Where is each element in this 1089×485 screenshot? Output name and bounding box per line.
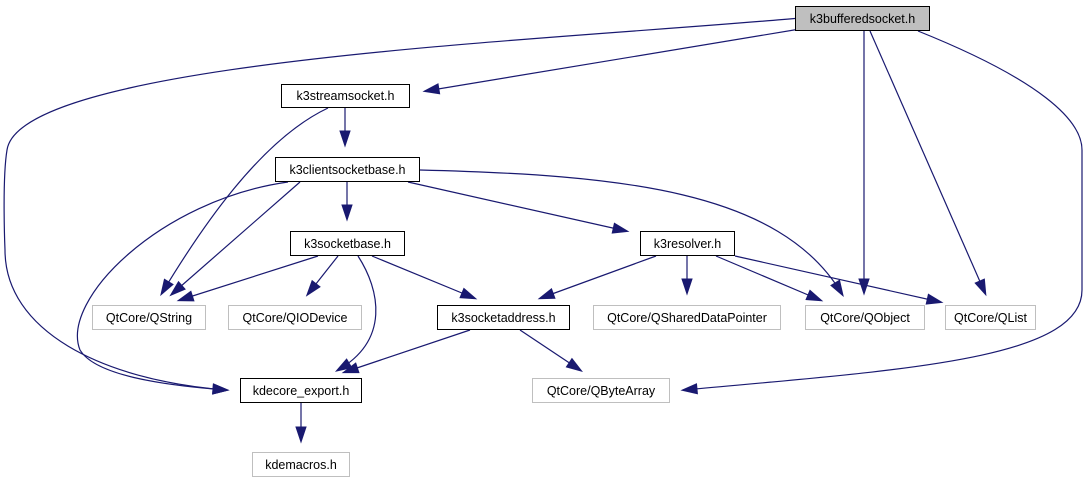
node-label: QtCore/QObject [820,310,910,325]
edge-line [344,329,471,373]
arrow-head-icon [537,288,556,300]
arrow-head-icon [680,383,698,395]
node-k3streamsocket[interactable]: k3streamsocket.h [281,84,410,108]
node-qshareddatapointer: QtCore/QSharedDataPointer [593,305,781,330]
node-label: QtCore/QByteArray [546,383,656,398]
node-label: kdemacros.h [265,457,337,472]
edge-k3streamsocket-to-qstring [160,107,329,297]
arrow-head-icon [341,204,353,222]
edge-k3bufferedsocket-to-qlist [869,30,987,297]
edge-line [715,255,821,301]
node-label: k3socketbase.h [304,236,391,251]
node-k3clientsocketbase[interactable]: k3clientsocketbase.h [275,157,420,182]
edge-kdecore_export-to-kdemacros [295,403,307,444]
arrow-head-icon [565,357,583,372]
node-label: k3streamsocket.h [296,89,395,103]
arrow-head-icon [681,278,693,296]
edge-k3clientsocketbase-to-k3socketbase [341,182,353,222]
node-label: QtCore/QList [954,310,1027,325]
node-k3resolver[interactable]: k3resolver.h [640,231,735,256]
node-label: kdecore_export.h [252,383,350,398]
edge-line [419,169,843,295]
arrow-head-icon [341,362,360,374]
arrow-head-icon [858,278,870,296]
edge-line [683,30,1083,391]
edge-line [734,255,941,303]
node-label: QtCore/QString [105,310,193,325]
node-label: k3socketaddress.h [451,310,556,325]
edge-line [179,255,319,301]
node-k3bufferedsocket[interactable]: k3bufferedsocket.h [795,6,930,31]
node-label: QtCore/QSharedDataPointer [607,310,767,325]
arrow-head-icon [422,83,441,95]
arrow-head-icon [805,289,824,302]
arrow-head-icon [974,278,987,297]
node-label: k3bufferedsocket.h [809,11,916,26]
node-qstring: QtCore/QString [92,305,206,330]
edge-line [869,30,986,294]
edge-k3clientsocketbase-to-k3resolver [407,181,630,234]
arrow-head-icon [169,280,186,297]
node-kdecore_export[interactable]: kdecore_export.h [240,378,362,403]
edge-line [425,28,801,92]
edge-line [3,17,801,391]
edge-k3resolver-to-qlist [734,255,944,305]
edge-k3clientsocketbase-to-qobject [419,169,844,298]
node-label: k3resolver.h [653,236,722,251]
arrow-head-icon [334,358,353,372]
node-label: k3clientsocketbase.h [289,162,406,177]
edge-k3socketaddress-to-qbytearray [519,329,583,372]
arrow-head-icon [212,383,230,395]
arrow-head-icon [830,279,844,298]
edge-k3bufferedsocket-to-qobject [858,31,870,296]
edge-line [76,181,289,391]
node-qiodevice: QtCore/QIODevice [228,305,362,330]
edge-k3streamsocket-to-k3clientsocketbase [339,108,351,148]
edge-k3clientsocketbase-to-qstring [169,181,301,297]
node-qbytearray: QtCore/QByteArray [532,378,670,403]
edge-k3socketbase-to-qstring [176,255,319,302]
edge-k3bufferedsocket-to-kdecore_export [3,17,801,395]
edge-line [371,255,475,299]
node-qobject: QtCore/QObject [805,305,925,330]
edge-line [337,255,377,371]
edge-k3socketbase-to-k3socketaddress [371,255,478,300]
edge-k3socketbase-to-qiodevice [305,255,339,297]
arrow-head-icon [305,279,321,297]
arrow-head-icon [611,222,630,234]
edge-line [161,107,329,294]
arrow-head-icon [339,130,351,148]
edge-k3socketbase-to-kdecore_export [334,255,377,372]
node-k3socketbase[interactable]: k3socketbase.h [290,231,405,256]
arrow-head-icon [459,287,478,300]
arrow-head-icon [176,290,195,302]
edge-k3resolver-to-k3socketaddress [537,255,657,300]
edge-line [407,181,627,232]
arrow-head-icon [295,426,307,444]
arrow-head-icon [925,293,944,305]
edge-k3bufferedsocket-to-qbytearray [680,30,1083,395]
node-k3socketaddress[interactable]: k3socketaddress.h [437,305,570,330]
node-label: QtCore/QIODevice [242,310,348,325]
edge-k3bufferedsocket-to-k3streamsocket [422,28,801,95]
node-kdemacros: kdemacros.h [252,452,350,477]
edge-k3resolver-to-qobject [715,255,824,302]
edge-line [540,255,657,299]
edge-k3resolver-to-qshareddatapointer [681,256,693,296]
node-qlist: QtCore/QList [945,305,1036,330]
edge-k3clientsocketbase-to-kdecore_export [76,181,289,395]
arrow-head-icon [160,278,174,297]
edge-line [171,181,301,295]
edge-k3socketaddress-to-kdecore_export [341,329,471,374]
